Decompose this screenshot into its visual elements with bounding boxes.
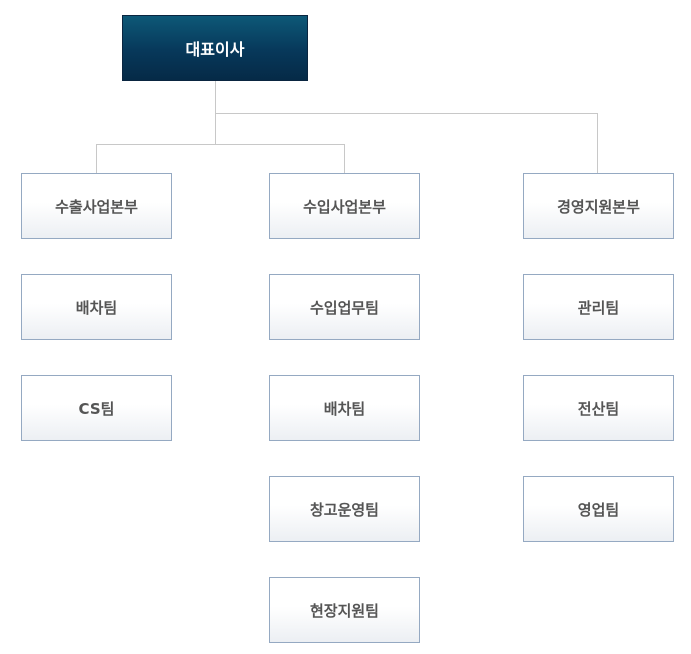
team-box: 창고운영팀 bbox=[269, 476, 420, 542]
division-label: 수입사업본부 bbox=[303, 197, 386, 216]
team-box: 배차팀 bbox=[21, 274, 172, 340]
division-box-management: 경영지원본부 bbox=[523, 173, 674, 239]
team-label: 배차팀 bbox=[75, 298, 118, 317]
division-box-import: 수입사업본부 bbox=[269, 173, 420, 239]
team-box: CS팀 bbox=[21, 375, 172, 441]
team-label: 관리팀 bbox=[577, 298, 620, 317]
division-label: 수출사업본부 bbox=[55, 197, 138, 216]
team-label: 전산팀 bbox=[577, 399, 620, 418]
team-box: 영업팀 bbox=[523, 476, 674, 542]
team-label: 수입업무팀 bbox=[309, 298, 379, 317]
team-label: 영업팀 bbox=[577, 500, 620, 519]
team-label: CS팀 bbox=[78, 399, 115, 418]
division-box-export: 수출사업본부 bbox=[21, 173, 172, 239]
team-box: 수입업무팀 bbox=[269, 274, 420, 340]
team-box: 관리팀 bbox=[523, 274, 674, 340]
team-label: 배차팀 bbox=[323, 399, 366, 418]
team-label: 현장지원팀 bbox=[309, 601, 379, 620]
ceo-label: 대표이사 bbox=[185, 40, 245, 59]
team-label: 창고운영팀 bbox=[309, 500, 379, 519]
team-box: 전산팀 bbox=[523, 375, 674, 441]
team-box: 배차팀 bbox=[269, 375, 420, 441]
team-box: 현장지원팀 bbox=[269, 577, 420, 643]
division-label: 경영지원본부 bbox=[557, 197, 640, 216]
ceo-box: 대표이사 bbox=[122, 15, 308, 81]
